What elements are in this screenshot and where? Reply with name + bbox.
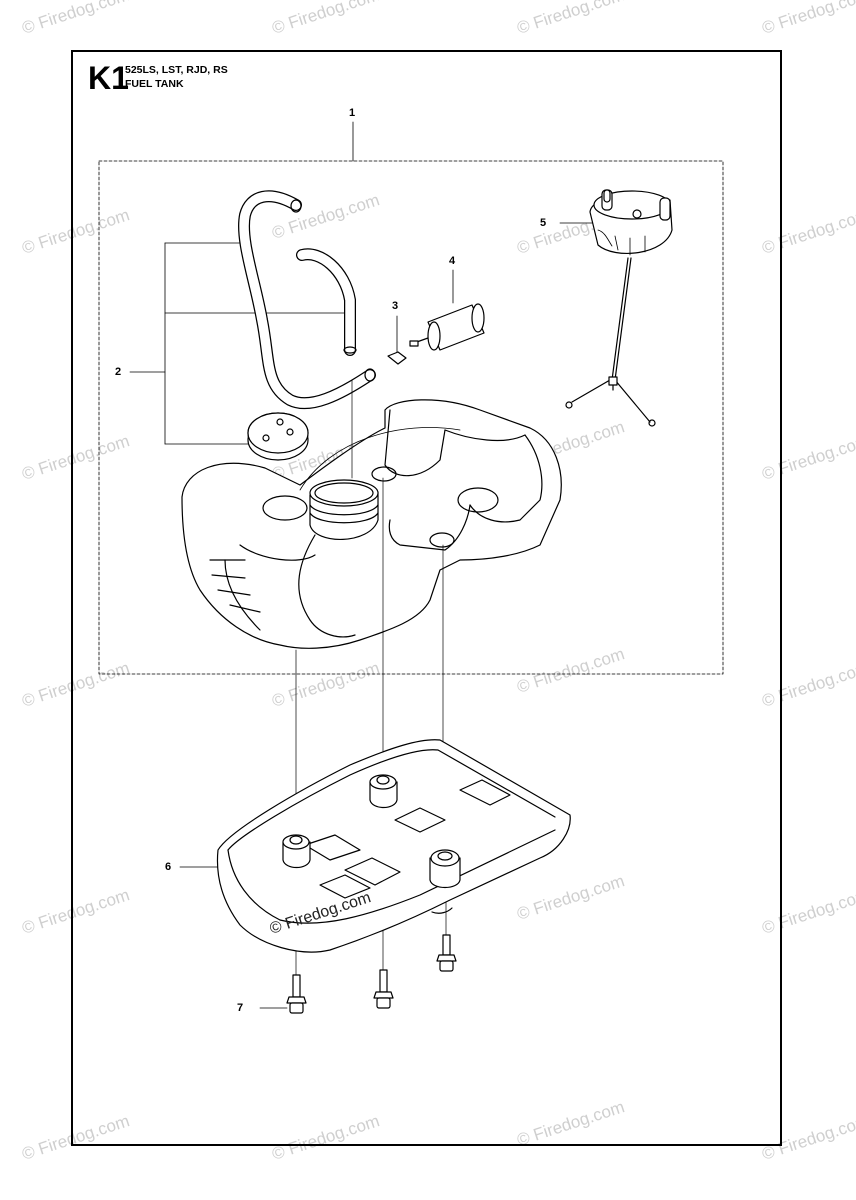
callout-5: 5 — [540, 217, 547, 229]
callout-7: 7 — [237, 1002, 244, 1014]
fuel-hose-long — [238, 190, 376, 410]
fuel-hose-short — [296, 248, 357, 356]
fuel-grommet — [247, 412, 309, 461]
section-title: FUEL TANK — [125, 78, 184, 90]
fuel-cap-assembly — [559, 189, 673, 427]
callout-2: 2 — [115, 366, 122, 378]
page-code: K1 — [88, 60, 129, 96]
leader-bracket-2 — [129, 242, 351, 445]
fuel-filter — [409, 269, 485, 351]
screw — [436, 934, 457, 972]
tank-guard — [179, 739, 571, 953]
screw — [373, 969, 394, 1009]
assembly-boundary — [98, 160, 724, 675]
screw — [286, 974, 307, 1014]
callout-4: 4 — [449, 255, 456, 267]
callout-1: 1 — [349, 107, 356, 119]
fuel-tank-body — [181, 399, 562, 649]
mounting-screws — [259, 934, 457, 1014]
page-frame — [71, 50, 782, 1146]
callout-6: 6 — [165, 861, 172, 873]
model-list: 525LS, LST, RJD, RS — [125, 64, 228, 76]
hose-clip — [387, 315, 407, 365]
callout-3: 3 — [392, 300, 399, 312]
